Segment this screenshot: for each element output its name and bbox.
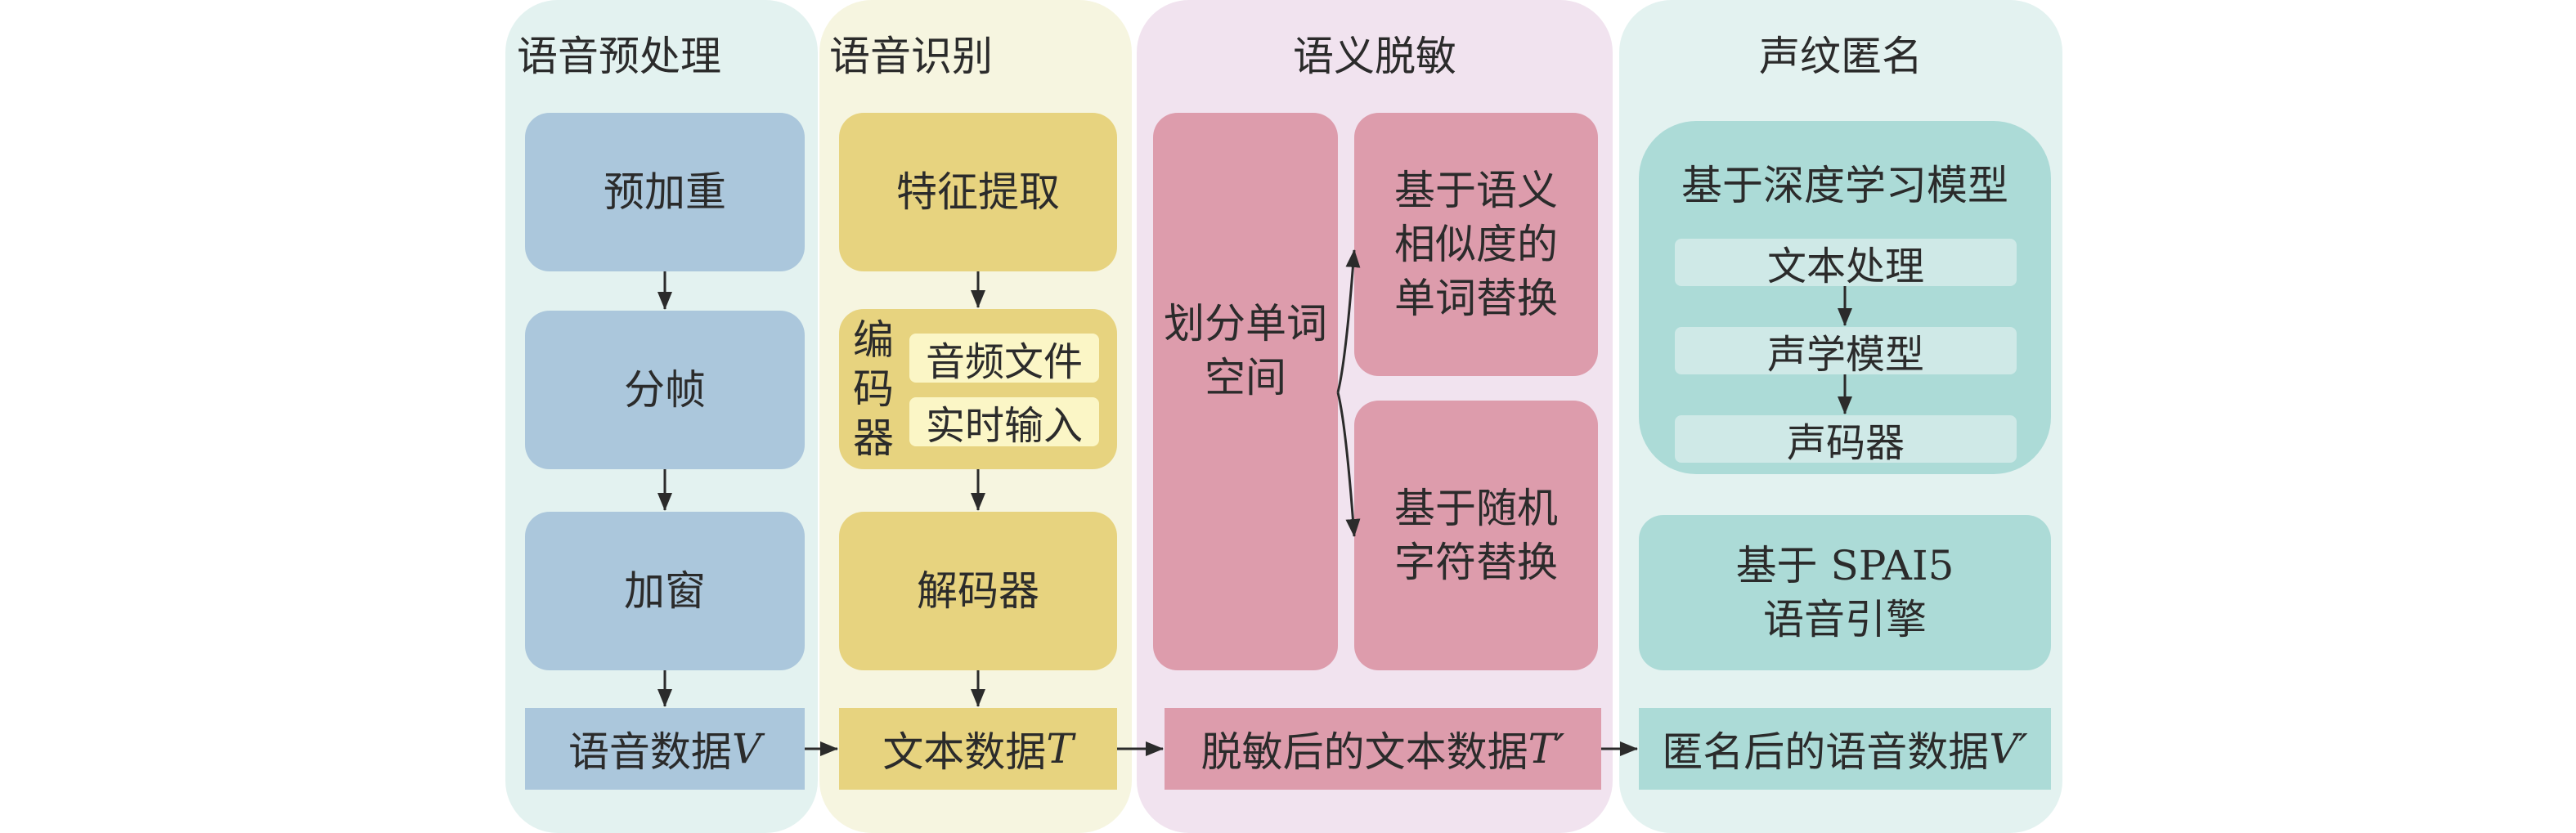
decoder-box: 解码器 [839, 512, 1117, 670]
encoder-label-char: 编 [853, 316, 894, 364]
deep-learning-model-box: 基于深度学习模型 文本处理 声学模型 声码器 [1639, 121, 2051, 474]
pre-emphasis-box: 预加重 [525, 113, 805, 271]
preprocess-title: 语音预处理 [517, 33, 721, 80]
encoder-box: 编 码 器 音频文件 实时输入 [839, 309, 1117, 469]
speech-data-label: 语音数据 [568, 728, 732, 776]
desensitize-title: 语义脱敏 [1293, 33, 1456, 80]
spai5-engine-box: 基于 SPAI5 语音引擎 [1639, 515, 2051, 670]
feature-extraction-box: 特征提取 [839, 113, 1117, 271]
framing-box: 分帧 [525, 311, 805, 469]
text-data-var: T [1046, 725, 1074, 773]
desensitized-text-label: 脱敏后的文本数据 [1200, 728, 1528, 776]
text-data-label: 文本数据 [882, 728, 1047, 776]
realtime-input-tag: 实时输入 [909, 397, 1099, 449]
audio-file-tag: 音频文件 [909, 334, 1099, 385]
deep-learning-model-title: 基于深度学习模型 [1681, 162, 2008, 209]
anonymize-title: 声纹匿名 [1759, 33, 1923, 80]
random-char-replace-box: 基于随机 字符替换 [1354, 401, 1598, 670]
semantic-similarity-replace-box: 基于语义 相似度的 单词替换 [1354, 113, 1598, 376]
encoder-label-char: 器 [853, 414, 894, 462]
windowing-box: 加窗 [525, 512, 805, 670]
encoder-label: 编 码 器 [850, 316, 896, 463]
acoustic-model-step: 声学模型 [1675, 327, 2017, 378]
vocoder-step: 声码器 [1675, 415, 2017, 466]
recognition-title: 语音识别 [829, 33, 993, 80]
speech-data-var: V [731, 725, 762, 773]
split-word-space-box: 划分单词 空间 [1153, 113, 1338, 670]
anonymized-speech-var: V′ [1989, 725, 2028, 773]
arrow-split-to-semantic [1336, 249, 1361, 393]
text-processing-step: 文本处理 [1675, 239, 2017, 289]
anonymized-speech-label: 匿名后的语音数据 [1662, 728, 1990, 776]
desensitized-text-var: T′ [1528, 725, 1565, 773]
encoder-label-char: 码 [853, 365, 894, 413]
arrow-split-to-random [1336, 392, 1361, 537]
